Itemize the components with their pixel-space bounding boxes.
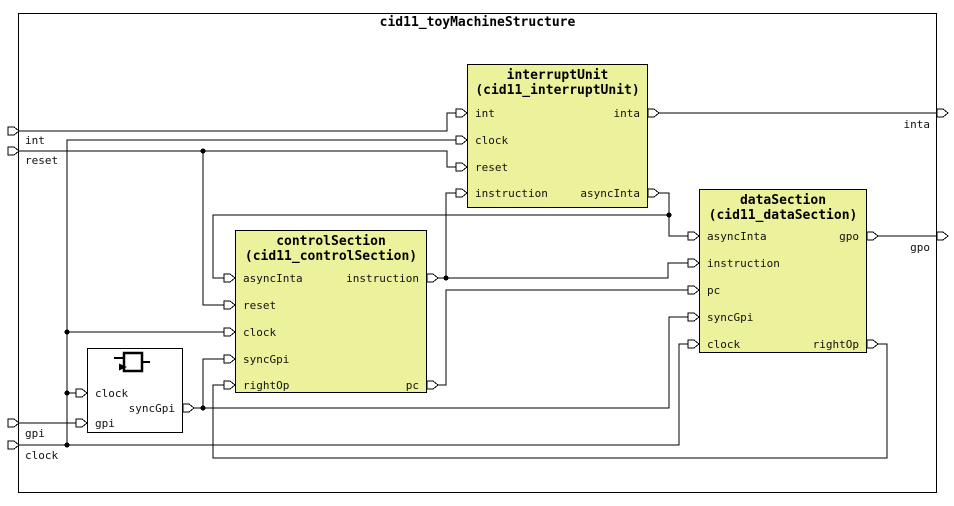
net-instruction <box>438 262 689 279</box>
port-interruptunit-int[interactable] <box>455 108 468 118</box>
net-syncgpi <box>194 316 689 409</box>
port-controlsection-syncgpi[interactable] <box>223 354 236 364</box>
port-label-asyncInta: asyncInta <box>580 187 640 200</box>
port-datasection-gpo[interactable] <box>866 231 879 241</box>
block-title-entity: (cid11_dataSection) <box>708 208 858 223</box>
block-register[interactable]: clock gpi syncGpi <box>87 348 183 433</box>
port-datasection-syncgpi[interactable] <box>687 312 700 322</box>
boundary-port-clock[interactable] <box>7 440 20 450</box>
port-interruptunit-clock[interactable] <box>455 135 468 145</box>
port-register-clock[interactable] <box>75 388 88 398</box>
port-label-clock: clock <box>243 326 277 339</box>
boundary-label-inta: inta <box>903 118 931 131</box>
boundary-label-gpo: gpo <box>910 241 930 254</box>
port-label-int: int <box>475 107 495 120</box>
net-reset-branch <box>202 151 225 306</box>
port-controlsection-reset[interactable] <box>223 300 236 310</box>
port-datasection-pc[interactable] <box>687 285 700 295</box>
port-label-rightOp: rightOp <box>812 338 859 351</box>
port-controlsection-asyncinta[interactable] <box>223 273 236 283</box>
block-dataSection[interactable]: dataSection (cid11_dataSection) asyncInt… <box>699 189 867 353</box>
port-label-clock: clock <box>707 338 741 351</box>
port-datasection-instruction[interactable] <box>687 258 700 268</box>
port-label-syncGpi: syncGpi <box>243 353 290 366</box>
port-controlsection-instruction[interactable] <box>426 273 439 283</box>
net-asyncinta-branch-controlsection <box>212 214 669 279</box>
block-title: interruptUnit (cid11_interruptUnit) <box>468 65 647 98</box>
net-rightop <box>212 343 888 459</box>
boundary-port-gpi[interactable] <box>7 418 20 428</box>
block-title: dataSection (cid11_dataSection) <box>700 190 866 223</box>
block-interruptUnit[interactable]: interruptUnit (cid11_interruptUnit) int … <box>467 64 648 208</box>
net-syncgpi-branch-controlsection <box>202 358 225 408</box>
junction-dots <box>64 148 672 448</box>
port-datasection-rightop[interactable] <box>866 339 879 349</box>
boundary-label-reset: reset <box>25 154 59 167</box>
junction-dot <box>64 390 70 396</box>
top-module-boundary: cid11_toyMachineStructure <box>18 13 937 493</box>
boundary-port-reset[interactable] <box>7 146 20 156</box>
port-controlsection-pc[interactable] <box>426 380 439 390</box>
block-title-name: dataSection <box>739 193 827 208</box>
block-title-entity: (cid11_interruptUnit) <box>475 83 640 98</box>
port-label-asyncInta: asyncInta <box>707 230 767 243</box>
boundary-label-clock: clock <box>25 449 59 462</box>
port-controlsection-clock[interactable] <box>223 327 236 337</box>
port-label-asyncInta: asyncInta <box>243 272 303 285</box>
net-instruction-branch-interruptunit <box>445 192 457 278</box>
port-interruptunit-instruction[interactable] <box>455 188 468 198</box>
port-label-reset: reset <box>243 299 277 312</box>
boundary-label-gpi: gpi <box>25 427 45 440</box>
block-controlSection[interactable]: controlSection (cid11_controlSection) as… <box>235 230 427 393</box>
port-interruptunit-reset[interactable] <box>455 162 468 172</box>
block-title: controlSection (cid11_controlSection) <box>236 231 426 264</box>
port-label-instruction: instruction <box>346 272 419 285</box>
junction-dot <box>200 405 206 411</box>
junction-dot <box>443 275 449 281</box>
block-title-name: controlSection <box>276 234 386 249</box>
net-pc <box>438 289 689 386</box>
port-label-instruction: instruction <box>707 257 780 270</box>
port-label-rightOp: rightOp <box>243 379 290 392</box>
port-controlsection-rightop[interactable] <box>223 380 236 390</box>
port-label-reset: reset <box>475 161 509 174</box>
boundary-label-int: int <box>25 134 45 147</box>
port-label-inta: inta <box>613 107 641 120</box>
net-clock-branch-interruptunit <box>66 139 457 445</box>
block-title-name: interruptUnit <box>506 68 609 83</box>
port-register-gpi[interactable] <box>75 418 88 428</box>
page-title: cid11_toyMachineStructure <box>379 15 576 30</box>
port-label-syncGpi: syncGpi <box>707 311 754 324</box>
port-register-syncgpi[interactable] <box>182 403 195 413</box>
port-label-gpo: gpo <box>839 230 859 243</box>
boundary-port-inta[interactable] <box>936 108 949 118</box>
port-datasection-clock[interactable] <box>687 339 700 349</box>
port-label-clock: clock <box>475 134 509 147</box>
junction-dot <box>666 212 672 218</box>
boundary-port-int[interactable] <box>7 126 20 136</box>
junction-dot <box>200 148 206 154</box>
port-label-gpi: gpi <box>95 417 115 430</box>
boundary-port-gpo[interactable] <box>936 231 949 241</box>
junction-dot <box>64 442 70 448</box>
port-datasection-asyncinta[interactable] <box>687 231 700 241</box>
net-clock <box>19 343 689 446</box>
register-flipflop-icon <box>114 351 150 373</box>
port-label-clock: clock <box>95 387 129 400</box>
block-title-entity: (cid11_controlSection) <box>244 249 418 264</box>
net-reset <box>19 150 457 168</box>
port-interruptunit-asyncinta[interactable] <box>647 188 660 198</box>
port-label-instruction: instruction <box>475 187 548 200</box>
junction-dot <box>64 329 70 335</box>
port-label-pc: pc <box>405 379 419 392</box>
port-label-syncGpi: syncGpi <box>128 402 175 415</box>
port-interruptunit-inta[interactable] <box>647 108 660 118</box>
net-int <box>19 112 457 132</box>
port-label-pc: pc <box>707 284 721 297</box>
